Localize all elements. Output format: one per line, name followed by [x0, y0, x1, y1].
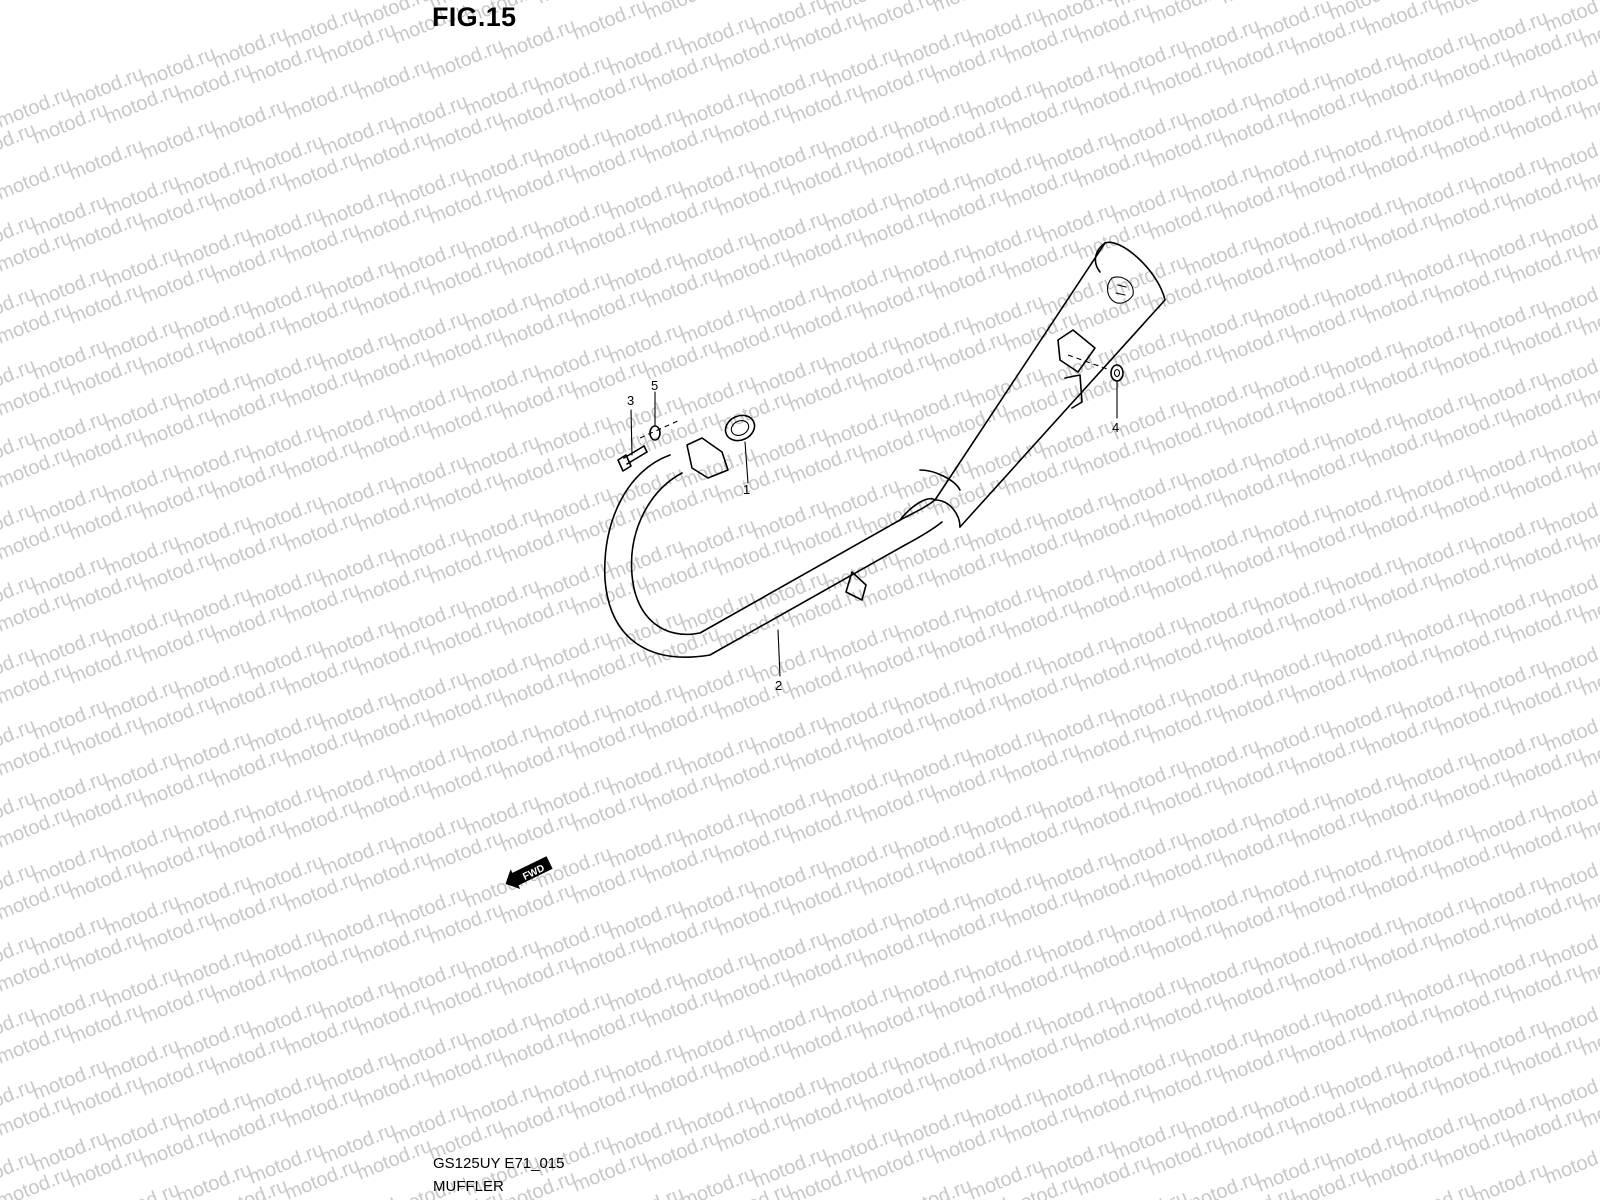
muffler-lower-tab	[1064, 374, 1083, 409]
callout-3: 3	[627, 393, 634, 408]
diagram-code: GS125UY E71_015	[433, 1155, 565, 1172]
gasket	[724, 414, 756, 442]
muffler-bracket	[1057, 329, 1096, 373]
leader-1	[744, 441, 749, 484]
callout-5: 5	[651, 378, 658, 393]
assembly-line-washer	[1067, 354, 1111, 371]
diagram-name: MUFFLER	[433, 1178, 504, 1195]
fwd-arrow-label: FWD	[521, 863, 546, 883]
pipe-bracket	[845, 571, 867, 601]
assembly-line-bolt	[639, 419, 681, 439]
figure-title: FIG.15	[432, 2, 517, 32]
washer-4	[1110, 364, 1124, 382]
exhaust-flange	[686, 437, 729, 479]
fwd-arrow: FWD	[505, 856, 553, 890]
muffler-body	[899, 241, 1166, 528]
leader-2	[777, 629, 781, 677]
leader-3	[630, 409, 633, 456]
callout-1: 1	[743, 482, 750, 497]
callout-4: 4	[1112, 420, 1119, 435]
callout-2: 2	[775, 678, 782, 693]
bolt	[617, 445, 648, 472]
exhaust-pipe	[604, 454, 943, 658]
